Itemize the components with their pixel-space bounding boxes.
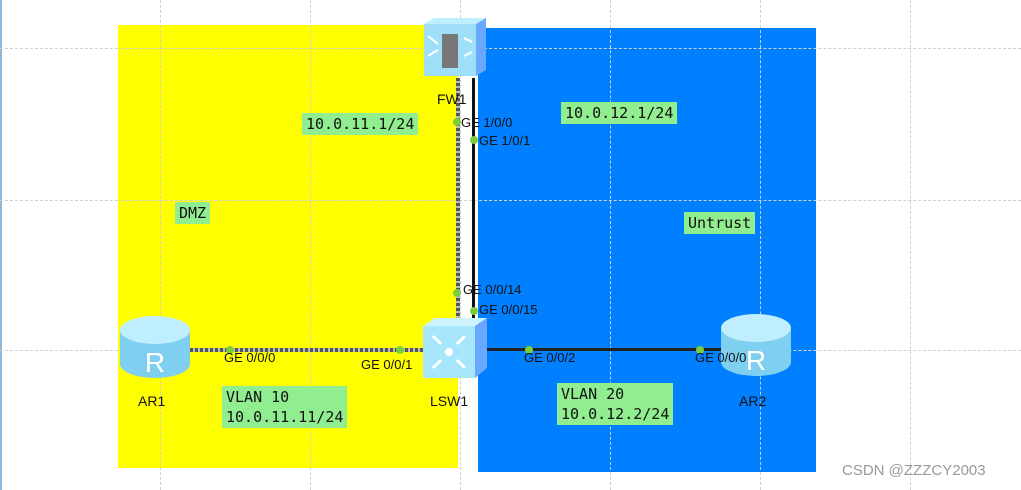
link-fw-lsw-2[interactable] [472, 78, 475, 323]
port-lsw-ge0014: GE 0/0/14 [463, 282, 522, 297]
untrust-zone-label[interactable]: Untrust [684, 212, 756, 234]
port-fw-ge100: GE 1/0/0 [461, 115, 513, 130]
vlan20-label[interactable]: VLAN 20 10.0.12.2/24 [557, 383, 674, 425]
left-border [0, 0, 2, 490]
router-icon-ar1[interactable]: R [118, 314, 192, 380]
router-icon-ar2[interactable]: R [719, 312, 793, 378]
watermark: CSDN @ZZZCY2003 [842, 462, 986, 479]
link-ar1-lsw[interactable] [190, 348, 425, 352]
port-lsw-ge002: GE 0/0/2 [524, 350, 576, 365]
ar1-label: AR1 [138, 393, 166, 409]
vlan10-label[interactable]: VLAN 10 10.0.11.11/24 [222, 386, 348, 428]
fw-label: FW1 [437, 91, 467, 107]
dmz-zone-label[interactable]: DMZ [175, 202, 211, 224]
lsw-label: LSW1 [430, 393, 469, 409]
firewall-icon[interactable] [420, 16, 488, 78]
link-fw-lsw-1[interactable] [456, 78, 460, 323]
link-lsw-ar2[interactable] [485, 348, 721, 351]
port-ar2-ge000: GE 0/0/0 [695, 350, 747, 365]
port-lsw-ge0015: GE 0/0/15 [479, 302, 538, 317]
dmz-ip-label[interactable]: 10.0.11.1/24 [302, 113, 419, 135]
untrust-ip-label[interactable]: 10.0.12.1/24 [561, 102, 678, 124]
port-fw-ge101: GE 1/0/1 [479, 133, 531, 148]
svg-text:R: R [145, 347, 165, 378]
port-ar1-ge000: GE 0/0/0 [224, 350, 276, 365]
svg-text:R: R [746, 345, 766, 376]
ar2-label: AR2 [739, 393, 767, 409]
port-lsw-ge001: GE 0/0/1 [361, 357, 413, 372]
switch-icon[interactable] [421, 316, 489, 380]
